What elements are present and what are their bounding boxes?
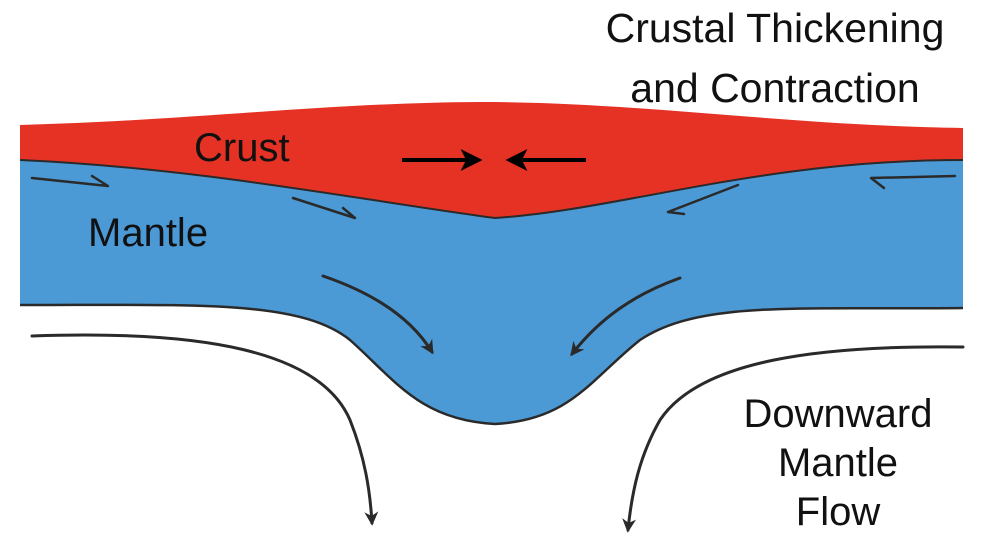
mantle-bottom-outline xyxy=(19,303,964,426)
shear-indicators xyxy=(30,174,957,220)
flow-label-line-1: Downward xyxy=(743,392,933,436)
crust-label: Crust xyxy=(194,126,290,170)
diagram-title: Crustal Thickening and Contraction xyxy=(588,8,962,109)
flow-label-line-3: Flow xyxy=(795,490,881,535)
moho-boundary-line xyxy=(19,159,964,220)
shear-indicator-3 xyxy=(666,183,740,216)
shear-indicator-2 xyxy=(291,196,357,220)
flow-label-line-2: Mantle xyxy=(777,441,899,486)
mantle-flow-arrows xyxy=(321,274,682,357)
shear-indicator-4 xyxy=(869,174,957,190)
shear-indicator-1 xyxy=(30,174,110,188)
title-line-2: and Contraction xyxy=(630,65,920,111)
downward-flow-arrow-left xyxy=(30,333,379,526)
downward-flow-arrow-right xyxy=(622,345,965,533)
mantle-flow-arrow-left xyxy=(321,274,434,355)
mantle-flow-arrow-right xyxy=(570,276,682,357)
downward-mantle-flow-label: Downward Mantle Flow xyxy=(718,390,958,538)
mantle-layer xyxy=(20,160,963,424)
downward-flow-arrows xyxy=(30,333,965,533)
crust-layer xyxy=(20,102,963,218)
title-line-1: Crustal Thickening xyxy=(605,5,945,51)
mantle-label: Mantle xyxy=(88,211,209,255)
